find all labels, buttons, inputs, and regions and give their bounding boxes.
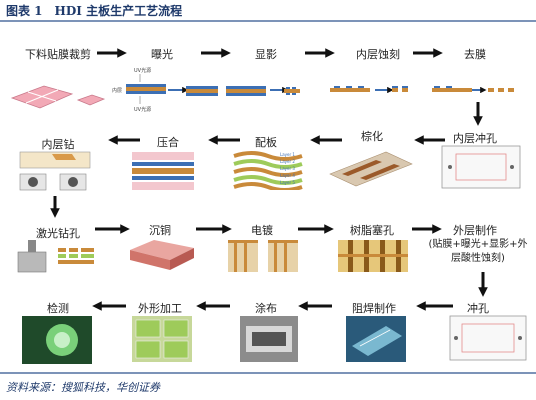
illus-inspection [22,316,92,364]
illus-solder-mask [346,316,406,362]
step-label-laser-drill: 激光钻孔 [36,227,80,240]
step-label-lamination: 压合 [157,136,179,149]
step-label-copper-deposit: 沉铜 [149,224,171,237]
illus-exposure-result [186,86,218,96]
illus-brown-oxide [329,151,413,187]
illus-inner-drill [19,151,91,191]
step-label-solder-mask: 阻焊制作 [352,302,396,315]
illus-punch [449,315,527,361]
uv-top-text: UV光源 [134,67,151,74]
step-label-develop: 显影 [255,48,277,61]
illus-coating [240,316,298,362]
step-label-plating: 电镀 [251,224,273,237]
illus-lamination [132,152,194,190]
step-label-cut: 下料贴膜裁剪 [25,48,91,61]
uv-bottom-text: UV光源 [134,106,151,113]
step-label-resin-plug: 树脂塞孔 [350,224,394,237]
step-label-punch: 冲孔 [467,302,489,315]
illus-copper-deposit [130,240,194,270]
illus-laser-drill [17,240,94,273]
illus-plating [228,240,298,272]
top-rule [0,20,536,22]
layer-5-label: Layer 5 [280,180,295,185]
step-label-inner-punch: 内层冲孔 [453,132,497,145]
step-label-layup: 配板 [255,136,277,149]
layer-4-label: Layer 4 [280,173,295,178]
inner-layer-text: 内层 [112,87,122,94]
outer-layer-note: (贴膜+曝光+显影+外层酸性蚀刻) [428,239,528,264]
illus-develop [226,86,300,96]
illus-inner-etch [330,86,408,92]
illus-cut-boards [10,85,106,109]
step-label-brown-oxide: 棕化 [361,130,383,143]
illus-strip [432,86,514,92]
step-label-inspection: 检测 [47,302,69,315]
illus-inner-punch [441,145,521,189]
layer-1-label: Layer 1 [280,152,295,157]
illus-resin-plug [338,240,408,272]
illus-profiling [132,316,192,362]
illus-exposure: UV光源 内层 UV光源 [112,67,166,113]
layer-3-label: Layer 3 [280,166,295,171]
step-label-inner-drill: 内层钻 [41,138,75,151]
source-note: 资料来源：搜狐科技，华创证券 [6,381,160,394]
illus-layup [233,151,303,190]
step-label-coating: 涂布 [255,302,277,315]
step-label-outer-layer: 外层制作 [453,224,497,237]
bottom-rule [0,372,536,374]
figure-title: 图表 1 HDI 主板生产工艺流程 [6,4,183,18]
step-label-exposure: 曝光 [151,48,173,61]
layer-2-label: Layer 2 [280,159,295,164]
layer-legend: Layer 1 Layer 2 Layer 3 Layer 4 Layer 5 [280,151,295,186]
step-label-inner-etch: 内层蚀刻 [356,48,400,61]
step-label-strip: 去膜 [464,48,486,61]
step-label-profiling: 外形加工 [138,302,182,315]
